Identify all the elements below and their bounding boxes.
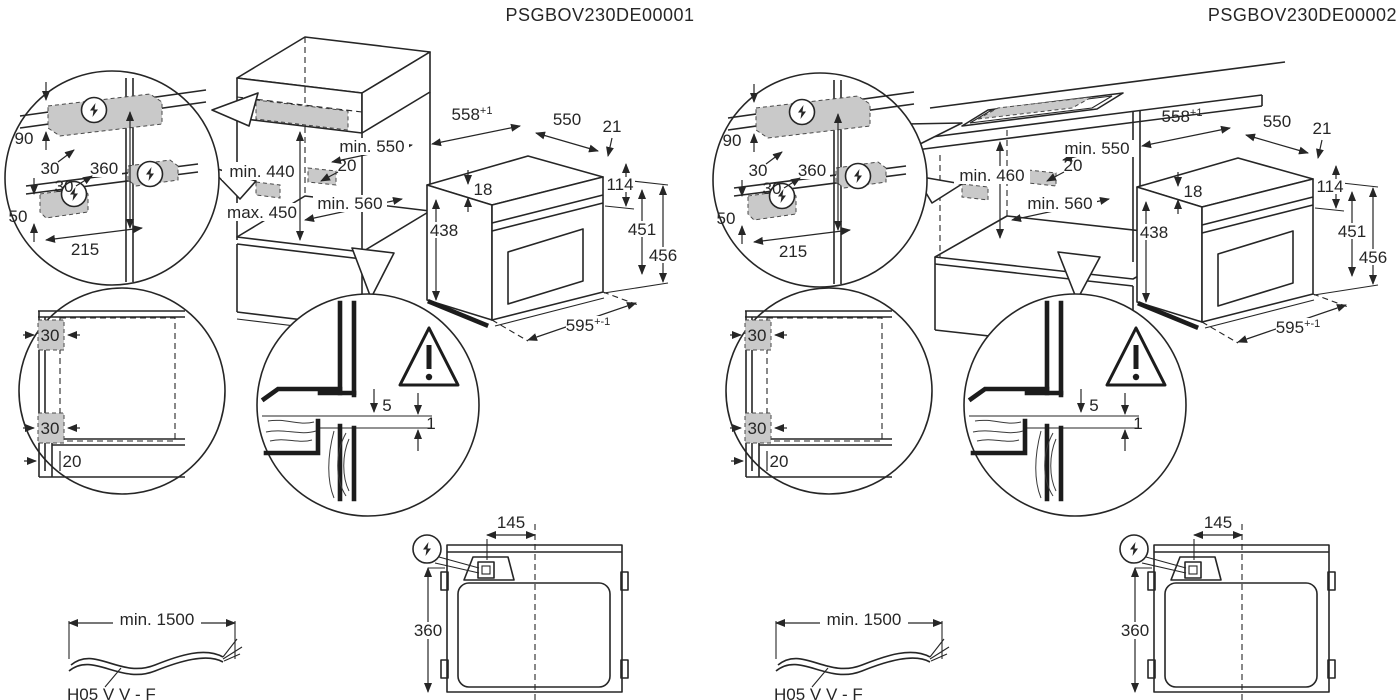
- callout-wedge-joint: [351, 247, 395, 299]
- dim-niche-rear-gap: 20: [1046, 156, 1083, 182]
- right-oven-isometric: [1137, 107, 1390, 343]
- callout-wedge-joint: [1057, 251, 1101, 301]
- drawing-code-left: PSGBOV230DE00001: [505, 5, 694, 25]
- left-tall-cabinet: min. 440 max. 450 min. 550 20 min. 560: [207, 36, 431, 335]
- dim-label-min550: min. 550: [339, 137, 404, 156]
- dim-niche-height: min. 460: [954, 141, 1030, 239]
- dim-label-min460: min. 460: [959, 166, 1024, 185]
- dim-niche-depth: min. 550: [1060, 139, 1134, 162]
- left-power-cable: [67, 610, 242, 700]
- zone-niche-back: [307, 167, 337, 186]
- zone-niche-left: [255, 181, 281, 199]
- dim-label-20: 20: [338, 156, 357, 175]
- callout-wedge-upper: [211, 92, 259, 127]
- dim-label-min560: min. 560: [317, 194, 382, 213]
- right-corner-detail: [726, 288, 932, 494]
- left-top-view: [412, 513, 628, 700]
- diagram-right: min. 460 min. 550 20 min. 560: [713, 61, 1390, 700]
- drawing-code-right: PSGBOV230DE00002: [1208, 5, 1397, 25]
- left-oven-isometric: [427, 105, 680, 341]
- dim-niche-rear-gap: 20: [320, 156, 357, 182]
- zone-niche-left: [961, 183, 989, 201]
- dim-label-min560: min. 560: [1027, 194, 1092, 213]
- hob-cutout: [961, 92, 1124, 127]
- diagram-left: min. 440 max. 450 min. 550 20 min. 560: [5, 36, 680, 700]
- right-top-view: [1119, 513, 1335, 700]
- left-joint-detail: [257, 294, 479, 516]
- zone-upper-front: [255, 99, 349, 131]
- dim-niche-width: min. 560: [304, 194, 403, 223]
- dim-label-min550: min. 550: [1064, 139, 1129, 158]
- right-power-cable: [774, 610, 949, 700]
- right-connection-zone-detail: [713, 73, 927, 287]
- dim-niche-depth: min. 550: [331, 137, 413, 165]
- dim-niche-height: min. 440 max. 450: [222, 131, 304, 241]
- dim-label-min440: min. 440: [229, 162, 294, 181]
- dim-label-max450: max. 450: [227, 203, 297, 222]
- left-connection-zone-detail: [5, 71, 219, 285]
- dim-niche-width: min. 560: [1011, 194, 1110, 223]
- left-corner-detail: [19, 288, 225, 494]
- dim-label-20: 20: [1064, 156, 1083, 175]
- right-joint-detail: [964, 294, 1186, 516]
